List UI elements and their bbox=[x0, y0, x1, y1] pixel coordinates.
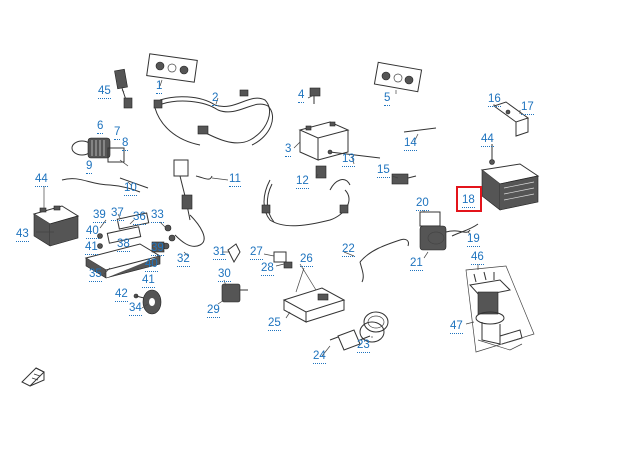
part-24-pump bbox=[329, 329, 371, 351]
callout-44-left[interactable]: 44 bbox=[35, 173, 48, 187]
callout-22[interactable]: 22 bbox=[342, 243, 355, 257]
callout-19[interactable]: 19 bbox=[467, 233, 480, 247]
callout-5[interactable]: 5 bbox=[384, 92, 391, 106]
part-45-sensor bbox=[114, 68, 133, 109]
part-23-filter bbox=[359, 311, 389, 343]
part-43-fuse-box bbox=[32, 205, 80, 247]
callout-23[interactable]: 23 bbox=[357, 339, 370, 353]
part-25-26-ecu bbox=[282, 287, 346, 323]
part-29-30-sensor bbox=[221, 283, 248, 303]
callout-7[interactable]: 7 bbox=[114, 126, 121, 140]
callout-40-a[interactable]: 40 bbox=[86, 225, 99, 239]
callout-36[interactable]: 36 bbox=[133, 211, 146, 225]
callout-26[interactable]: 26 bbox=[300, 253, 313, 267]
callout-6[interactable]: 6 bbox=[97, 120, 104, 134]
pencil-note-icon bbox=[21, 367, 45, 387]
callout-45[interactable]: 45 bbox=[98, 85, 111, 99]
callout-21[interactable]: 21 bbox=[410, 257, 423, 271]
part-22-cable bbox=[359, 238, 409, 283]
part-13-rod bbox=[327, 149, 381, 159]
part-15-bracket bbox=[391, 173, 417, 185]
callout-12[interactable]: 12 bbox=[296, 175, 309, 189]
callout-44-right[interactable]: 44 bbox=[481, 133, 494, 147]
part-5-connector-set bbox=[373, 61, 423, 93]
callout-33[interactable]: 33 bbox=[151, 209, 164, 223]
callout-41-a[interactable]: 41 bbox=[85, 241, 98, 255]
part-46-47-frame bbox=[465, 265, 535, 353]
callout-31[interactable]: 31 bbox=[213, 246, 226, 260]
callout-18[interactable]: 18 bbox=[462, 194, 475, 208]
callout-3[interactable]: 3 bbox=[285, 143, 292, 157]
callout-4[interactable]: 4 bbox=[298, 89, 305, 103]
callout-25[interactable]: 25 bbox=[268, 317, 281, 331]
part-31-plug-cap bbox=[227, 243, 241, 264]
callout-47[interactable]: 47 bbox=[450, 320, 463, 334]
callout-24[interactable]: 24 bbox=[313, 350, 326, 364]
callout-39-b[interactable]: 39 bbox=[151, 242, 164, 256]
callout-10[interactable]: 10 bbox=[124, 182, 137, 196]
part-3-battery bbox=[298, 121, 350, 161]
part-4-clip bbox=[309, 87, 321, 104]
part-12-sub-harness bbox=[261, 165, 351, 227]
part-18-voltage-regulator bbox=[480, 163, 540, 211]
callout-43[interactable]: 43 bbox=[16, 228, 29, 242]
part-34-42-disc bbox=[133, 289, 162, 315]
callout-30[interactable]: 30 bbox=[218, 268, 231, 282]
part-9-10-cable bbox=[61, 177, 149, 193]
part-2-main-harness bbox=[153, 89, 273, 146]
callout-42[interactable]: 42 bbox=[115, 288, 128, 302]
callout-15[interactable]: 15 bbox=[377, 164, 390, 178]
callout-28[interactable]: 28 bbox=[261, 262, 274, 276]
callout-39-a[interactable]: 39 bbox=[93, 209, 106, 223]
part-16-17-bracket bbox=[492, 101, 530, 137]
callout-32[interactable]: 32 bbox=[177, 253, 190, 267]
callout-2[interactable]: 2 bbox=[212, 92, 219, 106]
part-14-rod bbox=[403, 127, 437, 133]
part-19-hose bbox=[451, 223, 479, 237]
callout-37[interactable]: 37 bbox=[111, 207, 124, 221]
callout-8[interactable]: 8 bbox=[122, 137, 129, 151]
callout-34[interactable]: 34 bbox=[129, 302, 142, 316]
part-20-21-relay bbox=[419, 211, 471, 251]
highlight-box bbox=[456, 186, 482, 212]
part-35-41-ecu-assembly bbox=[84, 212, 165, 279]
part-1-relay-set bbox=[146, 53, 198, 83]
callout-35[interactable]: 35 bbox=[89, 268, 102, 282]
callout-14[interactable]: 14 bbox=[404, 137, 417, 151]
callout-11[interactable]: 11 bbox=[229, 173, 241, 187]
callout-27[interactable]: 27 bbox=[250, 246, 263, 260]
part-6-7-8-coil-assembly bbox=[71, 137, 125, 163]
callout-41-b[interactable]: 41 bbox=[142, 274, 155, 288]
part-46-47-fuel-pump bbox=[469, 271, 523, 351]
callout-29[interactable]: 29 bbox=[207, 304, 220, 318]
part-27-28-connector bbox=[273, 251, 293, 269]
callout-9[interactable]: 9 bbox=[86, 160, 93, 174]
callout-20[interactable]: 20 bbox=[416, 197, 429, 211]
callout-38[interactable]: 38 bbox=[117, 238, 130, 252]
part-44-bolt-right bbox=[489, 144, 495, 165]
callout-1[interactable]: 1 bbox=[156, 80, 163, 94]
part-11-32-ignition bbox=[173, 159, 213, 247]
leader-lines bbox=[36, 79, 521, 357]
part-33-bolts bbox=[162, 224, 176, 250]
callout-16[interactable]: 16 bbox=[488, 93, 501, 107]
callout-46[interactable]: 46 bbox=[471, 251, 484, 265]
callout-13[interactable]: 13 bbox=[342, 153, 355, 167]
callout-40-b[interactable]: 40 bbox=[145, 258, 158, 272]
callout-17[interactable]: 17 bbox=[521, 101, 534, 115]
